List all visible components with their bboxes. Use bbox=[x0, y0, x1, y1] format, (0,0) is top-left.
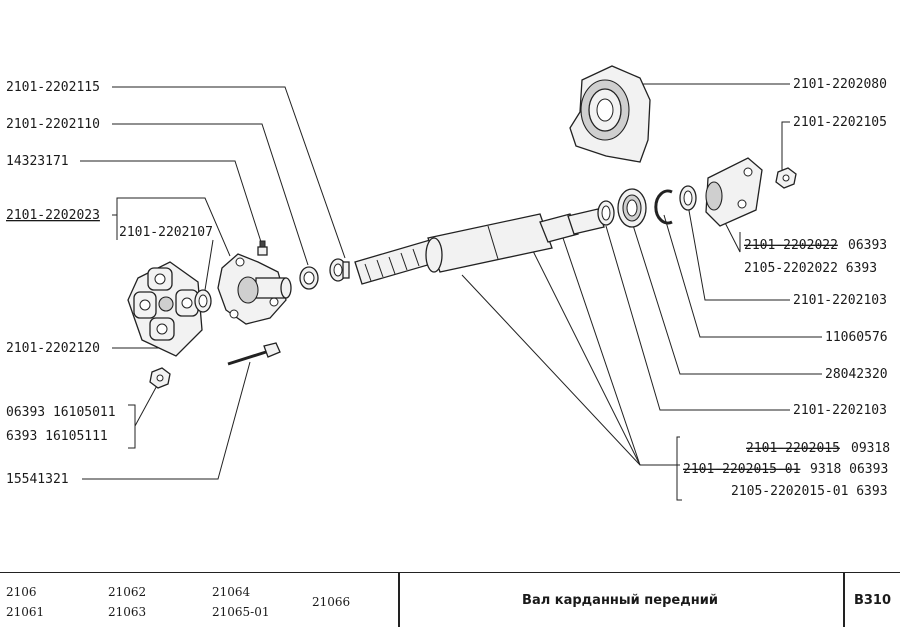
grease-fitting bbox=[257, 240, 268, 256]
model-code: 21063 bbox=[108, 605, 147, 619]
part-number-label: 06393 16105011 bbox=[6, 405, 116, 420]
yoke-nut bbox=[775, 167, 797, 189]
yoke bbox=[705, 157, 763, 227]
dust-ring bbox=[679, 185, 697, 211]
model-code: 21066 bbox=[312, 595, 351, 609]
part-number-label: 14323171 bbox=[6, 154, 69, 169]
right-callout-labels: 2101-2202080 2101-2202105 2101-2202022 0… bbox=[683, 77, 890, 499]
superseded-part-number-label: 2101-2202015-01 bbox=[683, 462, 800, 477]
centering-ring bbox=[194, 289, 212, 313]
model-code: 21065-01 bbox=[212, 605, 270, 619]
part-number-label: 2101-2202115 bbox=[6, 80, 100, 95]
part-number-label: 6393 16105111 bbox=[6, 429, 108, 444]
leader-lines bbox=[80, 83, 822, 501]
part-number-label: 2101-2202080 bbox=[793, 77, 887, 92]
part-number-label: 2105-2202015-01 6393 bbox=[731, 484, 888, 499]
retaining-ring bbox=[654, 189, 673, 225]
model-code: 2106 bbox=[6, 585, 37, 599]
elastic-coupling bbox=[127, 261, 203, 357]
part-number-label: 2101-2202103 bbox=[793, 403, 887, 418]
coupling-flange bbox=[217, 253, 292, 325]
left-callout-labels: 2101-2202115 2101-2202110 14323171 2101-… bbox=[6, 80, 213, 487]
seal-holder bbox=[329, 258, 350, 282]
part-number-label: 06393 bbox=[848, 238, 887, 253]
catalog-footer: 2106 21061 21062 21063 21064 21065-01 21… bbox=[0, 572, 900, 627]
page-code: B310 bbox=[853, 593, 892, 608]
model-code: 21061 bbox=[6, 605, 45, 619]
part-number-label: 9318 06393 bbox=[810, 462, 888, 477]
model-code: 21062 bbox=[108, 585, 147, 599]
part-number-label: 09318 bbox=[851, 441, 890, 456]
footer-divider bbox=[398, 573, 400, 627]
superseded-part-number-label: 2101-2202015 bbox=[746, 441, 840, 456]
bearing bbox=[617, 188, 647, 228]
page-title: Вал карданный передний bbox=[522, 593, 718, 608]
bolt bbox=[227, 342, 281, 366]
seal-ring bbox=[299, 266, 319, 290]
part-number-label: 2105-2202022 6393 bbox=[744, 261, 877, 276]
part-number-label: 28042320 bbox=[825, 367, 888, 382]
model-code: 21064 bbox=[212, 585, 251, 599]
spacer-ring bbox=[597, 200, 615, 226]
nut bbox=[149, 367, 171, 389]
exploded-parts-diagram: 2101-2202115 2101-2202110 14323171 2101-… bbox=[6, 65, 890, 501]
footer-divider bbox=[843, 573, 845, 627]
part-number-label: 2101-2202120 bbox=[6, 341, 100, 356]
center-support bbox=[569, 65, 651, 163]
part-number-label: 2101-2202023 bbox=[6, 208, 100, 223]
part-number-label: 2101-2202103 bbox=[793, 293, 887, 308]
part-number-label: 2101-2202110 bbox=[6, 117, 100, 132]
superseded-part-number-label: 2101-2202022 bbox=[744, 238, 838, 253]
part-number-label: 2101-2202105 bbox=[793, 115, 887, 130]
part-number-label: 15541321 bbox=[6, 472, 69, 487]
part-number-label: 2101-2202107 bbox=[119, 225, 213, 240]
propeller-shaft bbox=[354, 208, 605, 285]
part-number-label: 11060576 bbox=[825, 330, 888, 345]
